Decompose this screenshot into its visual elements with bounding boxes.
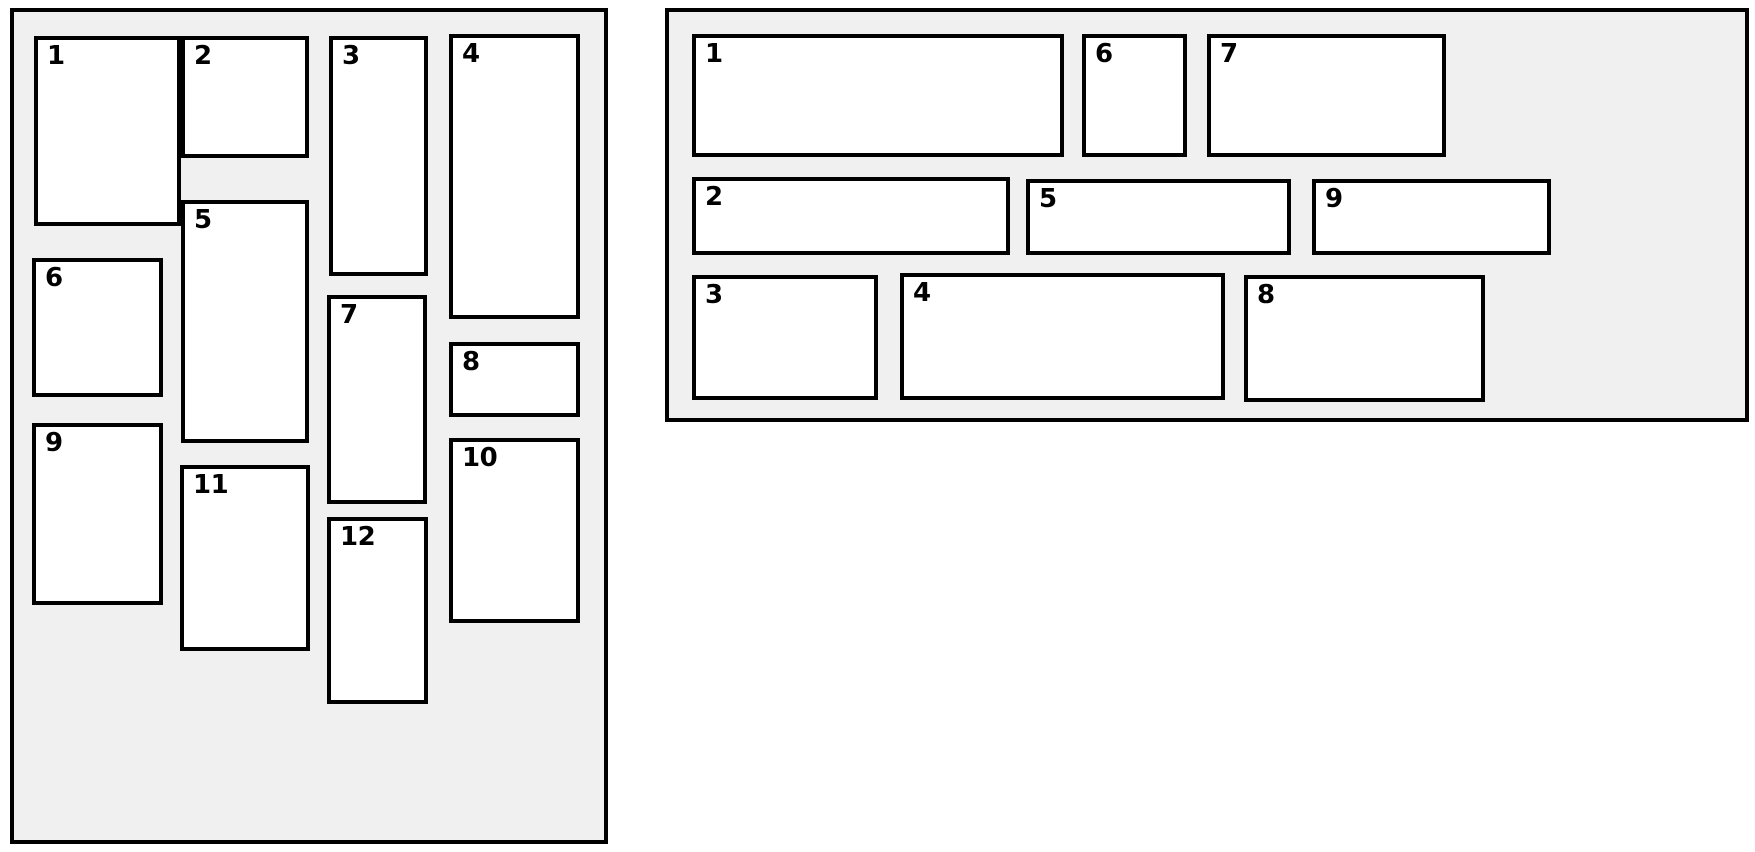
- layout-box-label: 10: [462, 443, 498, 473]
- layout-box-label: 5: [194, 205, 212, 235]
- layout-box-label: 12: [340, 522, 376, 552]
- layout-box[interactable]: 1: [34, 36, 181, 226]
- layout-box[interactable]: 9: [32, 423, 163, 605]
- layout-box[interactable]: 7: [1207, 34, 1446, 157]
- layout-box-label: 1: [705, 39, 723, 69]
- layout-box-label: 3: [342, 41, 360, 71]
- layout-box[interactable]: 9: [1312, 179, 1551, 255]
- layout-box-label: 4: [913, 278, 931, 308]
- layout-box[interactable]: 4: [449, 34, 580, 319]
- layout-box-label: 6: [1095, 39, 1113, 69]
- layout-box[interactable]: 4: [900, 273, 1225, 400]
- layout-box[interactable]: 3: [329, 36, 428, 276]
- layout-box[interactable]: 2: [181, 36, 309, 158]
- layout-box[interactable]: 10: [449, 438, 580, 623]
- layout-box[interactable]: 1: [692, 34, 1064, 157]
- layout-box-label: 5: [1039, 184, 1057, 214]
- layout-box[interactable]: 6: [32, 258, 163, 397]
- layout-box[interactable]: 5: [1026, 179, 1291, 255]
- layout-box[interactable]: 12: [327, 517, 428, 704]
- layout-box-label: 9: [45, 428, 63, 458]
- layout-box[interactable]: 6: [1082, 34, 1187, 157]
- right-panel: 1 6 7 2 5 9 3 4 8: [665, 8, 1749, 422]
- layout-box[interactable]: 8: [1244, 275, 1485, 402]
- layout-box[interactable]: 5: [181, 200, 309, 443]
- layout-box-label: 11: [193, 470, 229, 500]
- layout-box-label: 2: [705, 182, 723, 212]
- layout-box[interactable]: 3: [692, 275, 878, 400]
- layout-box-label: 1: [47, 41, 65, 71]
- layout-box-label: 4: [462, 39, 480, 69]
- layout-box-label: 9: [1325, 184, 1343, 214]
- layout-box[interactable]: 7: [327, 295, 427, 504]
- layout-box[interactable]: 8: [449, 342, 580, 417]
- layout-box-label: 3: [705, 280, 723, 310]
- layout-box-label: 8: [462, 347, 480, 377]
- layout-box-label: 2: [194, 41, 212, 71]
- layout-box-label: 7: [1220, 39, 1238, 69]
- layout-box-label: 6: [45, 263, 63, 293]
- layout-box[interactable]: 2: [692, 177, 1010, 255]
- layout-box-label: 7: [340, 300, 358, 330]
- layout-box[interactable]: 11: [180, 465, 310, 651]
- layout-box-label: 8: [1257, 280, 1275, 310]
